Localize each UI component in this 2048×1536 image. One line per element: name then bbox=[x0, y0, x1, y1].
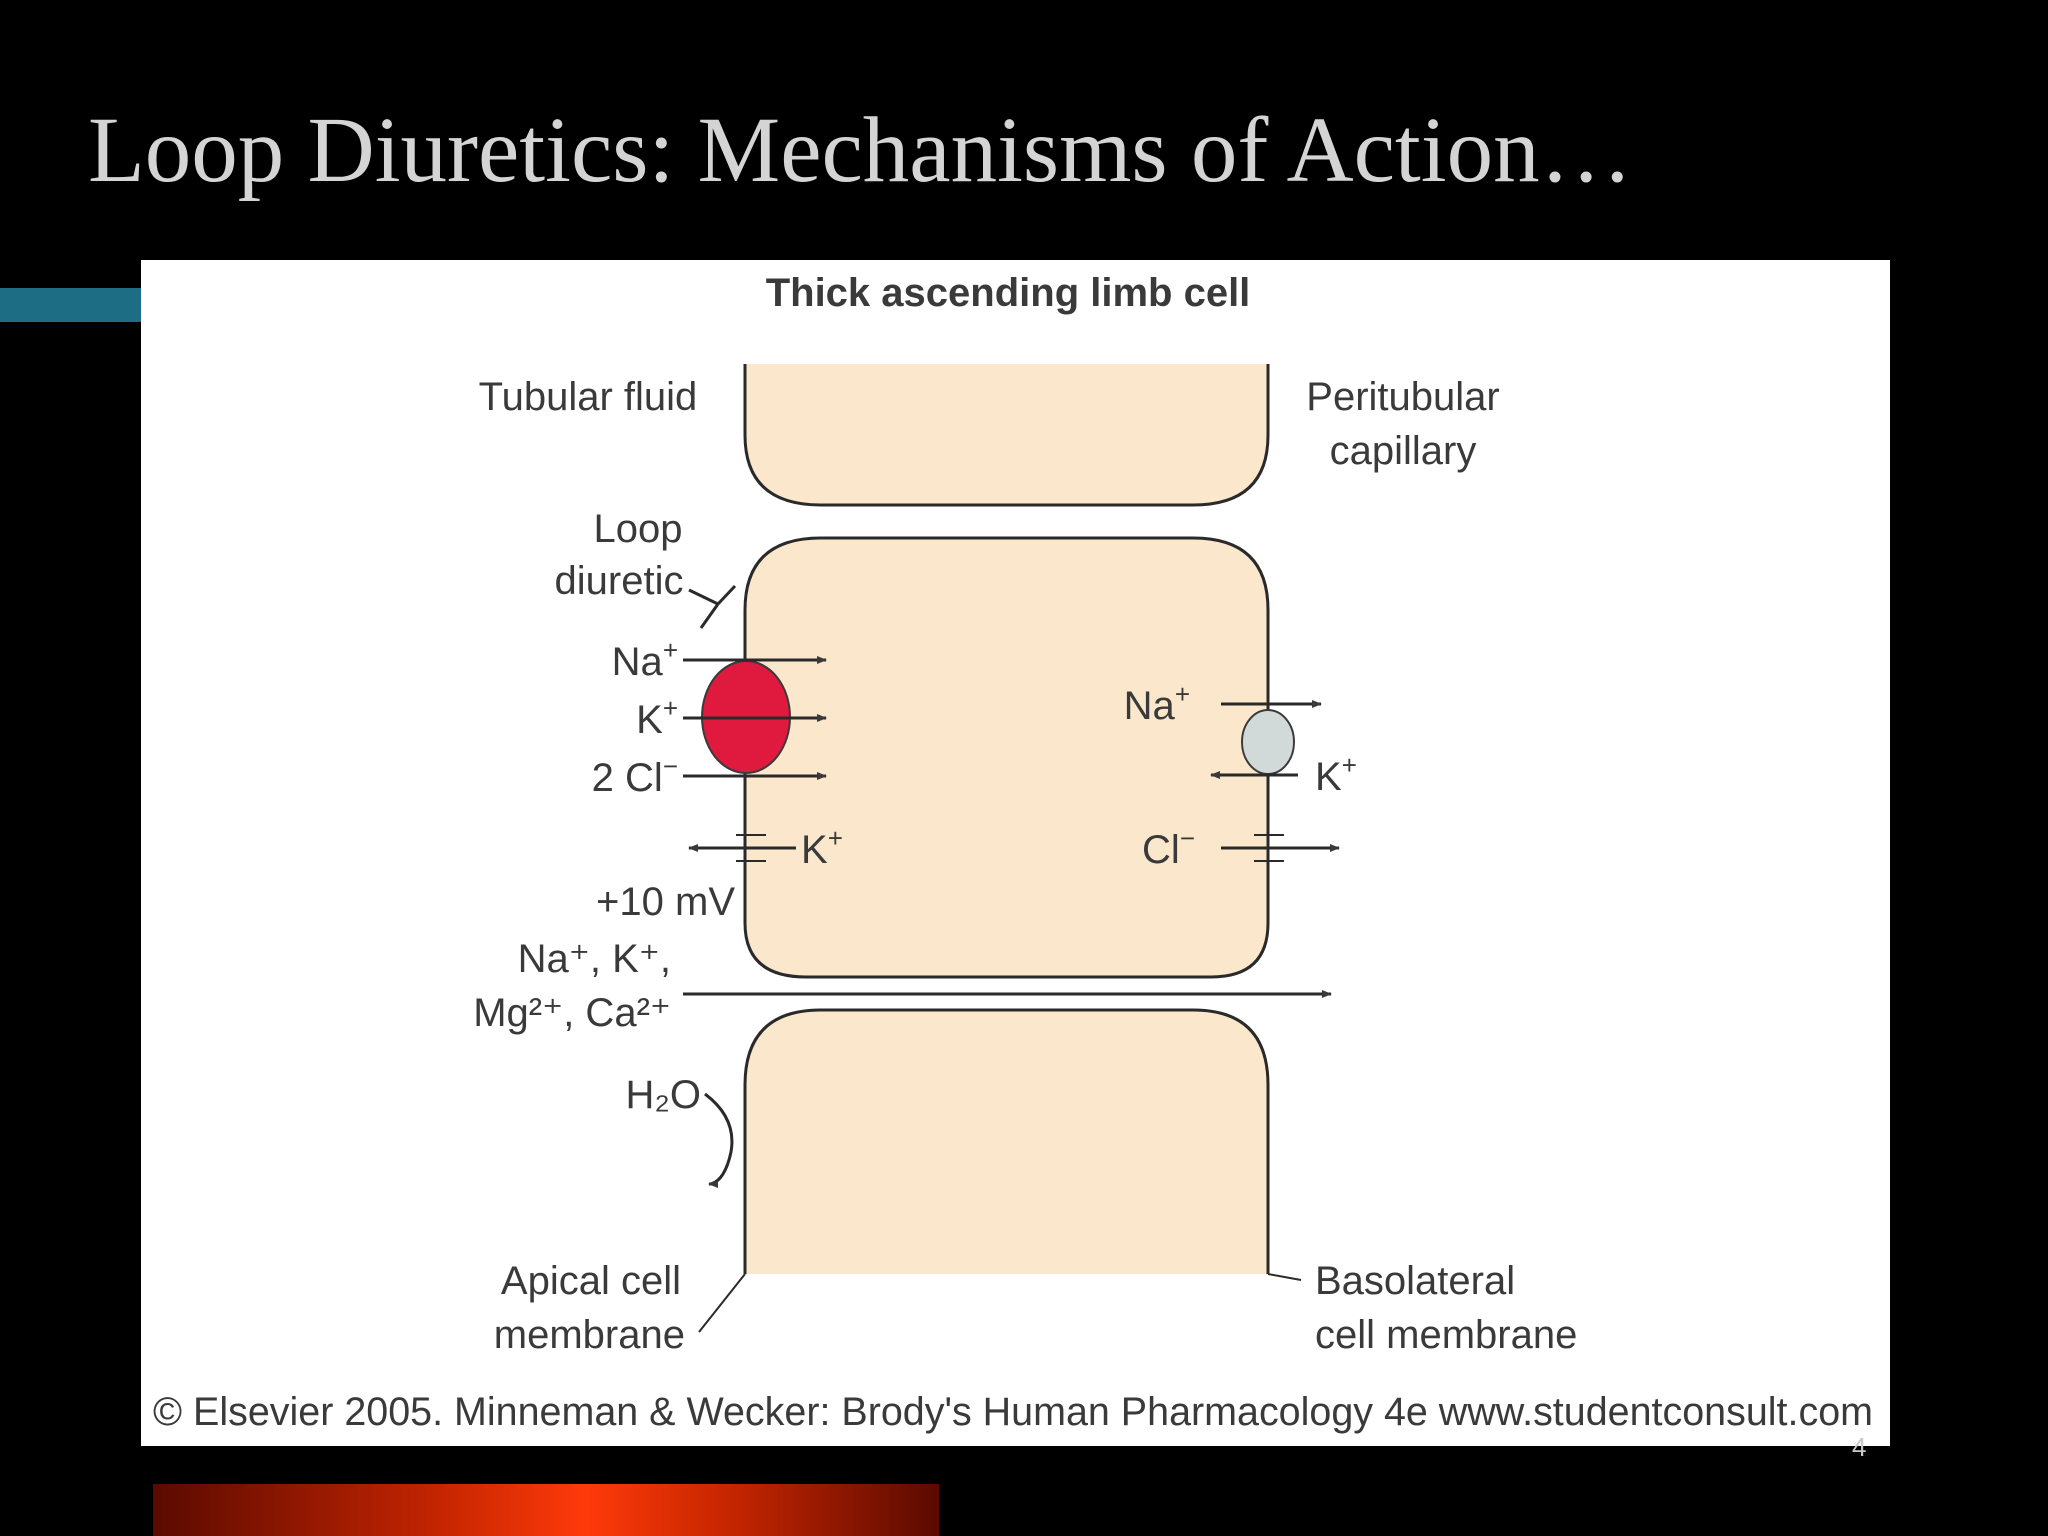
potential-label: +10 mV bbox=[596, 880, 735, 924]
lower-cell bbox=[745, 1010, 1268, 1274]
apical-na-label: Na+ bbox=[612, 635, 678, 684]
copyright-text: © Elsevier 2005. Minneman & Wecker: Brod… bbox=[153, 1390, 1873, 1434]
water-label: H₂O bbox=[625, 1073, 701, 1117]
loop-diuretic-label-1: Loop bbox=[594, 507, 683, 551]
lower-cell-outline bbox=[743, 1008, 1270, 1274]
peritubular-label-2: capillary bbox=[1330, 429, 1477, 473]
inhibition-symbol bbox=[688, 584, 737, 629]
upper-cell bbox=[745, 364, 1268, 505]
loop-diuretic-label-2: diuretic bbox=[555, 559, 684, 603]
page-number: 4 bbox=[1852, 1432, 1867, 1462]
apical-k-label: K+ bbox=[636, 693, 678, 742]
slide-title: Loop Diuretics: Mechanisms of Action… bbox=[88, 99, 1633, 202]
basolateral-membrane-label-2: cell membrane bbox=[1315, 1313, 1577, 1357]
baso-k-label: K+ bbox=[1315, 750, 1357, 799]
middle-cell bbox=[743, 536, 1270, 979]
water-arrow bbox=[704, 1092, 734, 1188]
apical-k-channel-label: K+ bbox=[801, 823, 843, 872]
apical-membrane-label-2: membrane bbox=[494, 1313, 685, 1357]
diagram-svg: Thick ascending limb cell Tubular fluid … bbox=[153, 271, 1873, 1434]
accent-bar bbox=[0, 288, 141, 322]
apical-cl-label: 2 Cl− bbox=[592, 751, 678, 800]
diagram-figure: Thick ascending limb cell Tubular fluid … bbox=[141, 260, 1890, 1446]
tubular-fluid-label: Tubular fluid bbox=[479, 375, 698, 419]
baso-cl-label: Cl− bbox=[1142, 823, 1195, 872]
apical-membrane-label-1: Apical cell bbox=[501, 1259, 681, 1303]
basolateral-leader bbox=[1267, 1273, 1302, 1281]
apical-leader bbox=[698, 1273, 746, 1333]
upper-cell-outline bbox=[743, 364, 1270, 507]
paracellular-label-2: Mg²⁺, Ca²⁺ bbox=[473, 991, 671, 1035]
peritubular-label-1: Peritubular bbox=[1306, 375, 1499, 419]
baso-na-label: Na+ bbox=[1124, 679, 1190, 728]
bottom-accent-bar bbox=[153, 1484, 939, 1536]
paracellular-label-1: Na⁺, K⁺, bbox=[518, 937, 671, 981]
figure-title: Thick ascending limb cell bbox=[766, 271, 1251, 315]
basolateral-membrane-label-1: Basolateral bbox=[1315, 1259, 1515, 1303]
na-k-atpase bbox=[1241, 709, 1295, 775]
